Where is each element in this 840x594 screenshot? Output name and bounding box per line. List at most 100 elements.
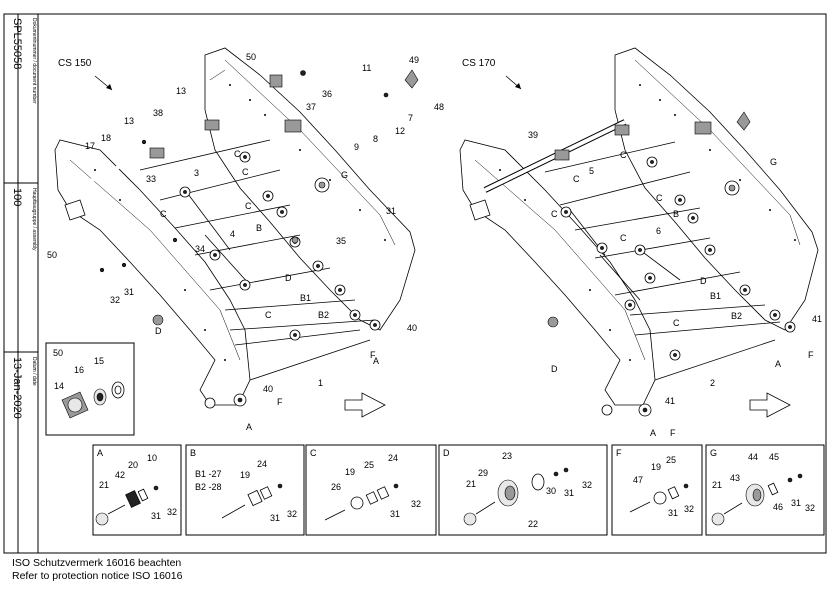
doc-number: SPL55058 [11, 18, 23, 69]
callout-callouts-left-25: 31 [386, 206, 396, 216]
callout-detail-boxes-4-parts-0: 47 [633, 475, 643, 485]
flow-arrow-left [344, 392, 386, 418]
callout-callouts-right-13: 41 [812, 314, 822, 324]
callout-detail-boxes-4-id: F [616, 448, 622, 458]
callout-callouts-left-1: 36 [322, 89, 332, 99]
callout-callouts-left-11: 38 [153, 108, 163, 118]
detail-box-D: D 21 29 23 30 31 32 22 [438, 444, 608, 536]
callout-callouts-left-22: 34 [195, 244, 205, 254]
callout-detail-boxes-5-parts-2: 44 [748, 452, 758, 462]
callout-callouts-left-9: 9 [354, 142, 359, 152]
callout-callouts-left-35: 40 [263, 384, 273, 394]
callout-callouts-right-19: A [650, 428, 656, 438]
callout-detail-boxes-2-parts-2: 25 [364, 460, 374, 470]
callout-callouts-left-34: 1 [318, 378, 323, 388]
callout-callouts-right-9: C [656, 193, 663, 203]
callout-detail-boxes-2-id: C [310, 448, 317, 458]
side-plate-left-170 [459, 139, 656, 406]
callout-detail-boxes-3-parts-6: 22 [528, 519, 538, 529]
callout-callouts-left-16: 33 [146, 174, 156, 184]
callout-detail-boxes-2-parts-1: 19 [345, 467, 355, 477]
callout-detail-boxes-5-parts-5: 31 [791, 498, 801, 508]
callout-detail-boxes-5-parts-1: 43 [730, 473, 740, 483]
callout-detail-boxes-0-parts-4: 31 [151, 511, 161, 521]
callout-callouts-left-7: 12 [395, 126, 405, 136]
callout-callouts-left-15: 3 [194, 168, 199, 178]
callout-callouts-right-6: C [620, 233, 627, 243]
view-title-cs150: CS 150 [58, 58, 92, 69]
callout-detail-boxes-4-parts-2: 25 [666, 455, 676, 465]
protection-notice-de: ISO Schutzvermerk 16016 beachten [12, 557, 182, 569]
callout-detail-boxes-3-id: D [443, 448, 450, 458]
callout-callouts-right-15: A [775, 359, 781, 369]
drawing-frame [3, 13, 827, 554]
callout-callouts-right-20: F [670, 428, 676, 438]
callout-callouts-right-0: 39 [528, 130, 538, 140]
callout-callouts-left-6: 7 [408, 113, 413, 123]
callout-detail-boxes-3-parts-5: 32 [582, 480, 592, 490]
callout-callouts-left-39: 50 [47, 250, 57, 260]
callout-detail-boxes-3-parts-1: 29 [478, 468, 488, 478]
callout-detail-boxes-0-parts-3: 10 [147, 453, 157, 463]
callout-callouts-left-10: 13 [176, 86, 186, 96]
callout-callouts-left-19: C [160, 209, 167, 219]
callout-callouts-left-41: 31 [124, 287, 134, 297]
callout-callouts-left-3: 49 [409, 55, 419, 65]
callout-callouts-left-2: 11 [362, 63, 371, 73]
callout-callouts-left-31: C [265, 310, 272, 320]
callout-callouts-left-40: 32 [110, 295, 120, 305]
view-title-cs170: CS 170 [462, 58, 496, 69]
callout-detail-boxes-5-id: G [710, 448, 717, 458]
callout-callouts-left-4: 48 [434, 102, 444, 112]
callout-callouts-right-8: 6 [656, 226, 661, 236]
doc-number-label: Dokumentnummer / document number [31, 18, 37, 104]
callout-callouts-left-0: 50 [246, 52, 256, 62]
callout-detail-boxes-2-parts-5: 32 [411, 499, 421, 509]
callout-detail-boxes-5-parts-0: 21 [712, 480, 722, 490]
assembly-number: 100 [11, 188, 23, 206]
callout-callouts-left-33: F [370, 350, 376, 360]
callout-callouts-right-10: D [700, 276, 707, 286]
callout-detail-boxes-1-parts-2: 31 [270, 513, 280, 523]
date-block: 13-Jan-2020 Datum / date [11, 357, 37, 419]
doc-number-block: SPL55058 Dokumentnummer / document numbe… [11, 18, 37, 104]
callout-detail-boxes-3-parts-3: 30 [546, 486, 556, 496]
callout-callouts-left-37: A [246, 422, 252, 432]
callout-detail-boxes-4-parts-4: 32 [684, 504, 694, 514]
frame-assembly-cs170 [459, 47, 819, 418]
callout-detail-boxes-0-parts-2: 20 [128, 460, 138, 470]
callout-callouts-right-12: B2 [731, 311, 742, 321]
date-label: Datum / date [31, 357, 37, 386]
callout-callouts-right-1: C [620, 150, 627, 160]
callout-detail-boxes-1-id: B [190, 448, 196, 458]
side-plate-left [54, 139, 251, 406]
detail-box-A: A 21 42 20 10 31 32 [92, 444, 182, 536]
callout-callouts-left-29: B2 [318, 310, 329, 320]
callout-callouts-left-27: D [285, 273, 292, 283]
flow-arrow-right [749, 392, 791, 418]
callout-callouts-left-26: 35 [336, 236, 346, 246]
callout-callouts-right-2: G [770, 157, 777, 167]
callout-detail-boxes-4-parts-1: 19 [651, 462, 661, 472]
callout-callouts-right-7: B [673, 209, 679, 219]
callout-callouts-right-18: 41 [665, 396, 675, 406]
callout-detail-boxes-5-parts-4: 46 [773, 502, 783, 512]
callout-detail-boxes-5-parts-6: 32 [805, 503, 815, 513]
callout-inset-50-parts-0: 15 [94, 356, 104, 366]
callout-detail-boxes-1-notes-1: B2 -28 [195, 482, 222, 492]
date-value: 13-Jan-2020 [11, 357, 23, 419]
callout-callouts-left-21: 4 [230, 229, 235, 239]
detail-box-B: B B1 -27 B2 -28 24 19 31 32 [185, 444, 305, 536]
callout-callouts-left-36: F [277, 397, 283, 407]
callout-detail-boxes-4-parts-3: 31 [668, 508, 678, 518]
callouts-cs150: 50 36 11 49 48 37 7 12 8 9 13 38 13 18 1… [47, 52, 444, 432]
callout-callouts-left-24: G [341, 170, 348, 180]
callout-detail-boxes-0-id: A [97, 448, 103, 458]
assembly-label: Hauptbaugruppe / assembly [31, 188, 37, 251]
callout-detail-boxes-3-parts-0: 21 [466, 479, 476, 489]
callout-callouts-left-38: D [155, 326, 162, 336]
callout-detail-boxes-0-parts-5: 32 [167, 507, 177, 517]
callouts-cs170: 39 C G 5 C C C B 6 C D B1 B2 41 C A F 2 … [528, 130, 822, 438]
callout-callouts-right-14: C [673, 318, 680, 328]
